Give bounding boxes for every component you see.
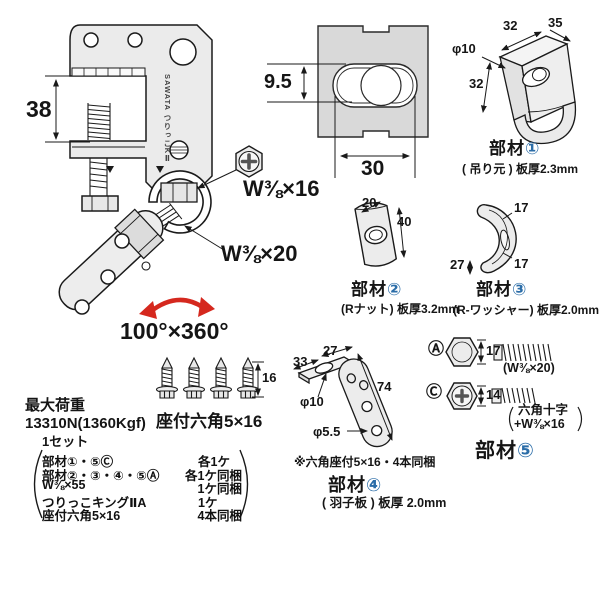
brand-vertical-text: SAWATA つりっこKⅡ (162, 74, 172, 165)
p5-mark-c: Ⓒ (426, 384, 443, 401)
label-rotation-range: 100°×360° (120, 318, 229, 344)
p2-sub: (Rナット) 板厚3.2mm (341, 302, 460, 316)
p4-dim-length: 74 (377, 379, 392, 394)
screws-label: 座付六角5×16 (156, 412, 263, 431)
p3-dim-offset: 27 (450, 257, 465, 272)
p1-label: 部材① (489, 139, 541, 158)
p5-label-c2: +W⅜×16 (514, 417, 565, 431)
screws-dim-16: 16 (262, 370, 277, 385)
label-w38x16: W⅜×16 (243, 176, 320, 201)
p4-dim-hole: φ10 (300, 394, 324, 409)
max-load-value: 13310N(1360Kgf) (25, 415, 146, 432)
part3-dims (467, 212, 513, 275)
p2-dim-width: 20 (362, 195, 377, 210)
p4-dim-flange: 33 (293, 354, 308, 369)
p5-dim-c: 14 (486, 387, 501, 402)
p2-label: 部材② (351, 280, 403, 299)
max-load-title: 最大荷重 (25, 397, 86, 414)
p5-label-a: (W⅜×20) (503, 361, 555, 375)
p4-dim-hole2: φ5.5 (313, 424, 341, 439)
p1-dim-hole: φ10 (452, 41, 476, 56)
label-w38x20: W⅜×20 (221, 241, 298, 266)
screws-drawing (155, 356, 264, 399)
leader-lines (184, 169, 237, 251)
p5-label: 部材⑤ (475, 440, 535, 462)
cross-section-drawing (317, 25, 429, 138)
p4-sub: ( 羽子板 ) 板厚 2.0mm (322, 496, 447, 510)
phillips-bolt-icon (235, 145, 263, 178)
p1-dim-top: 32 (503, 18, 518, 33)
spec-parentheses (33, 449, 249, 519)
part4-dims (293, 345, 393, 441)
part5-bolts-drawing (445, 337, 583, 432)
p4-label: 部材④ (328, 475, 383, 495)
part3-rwasher-drawing (476, 204, 517, 274)
p1-dim-height: 32 (469, 76, 484, 91)
cross-section-dims (267, 63, 416, 178)
p5-dim-a: 17 (486, 343, 501, 358)
p5-label-c1: 六角十字 (518, 403, 569, 417)
dim-38: 38 (26, 96, 52, 122)
part1-dims (480, 29, 571, 113)
p3-dim-top: 17 (514, 200, 529, 215)
dim-30: 30 (361, 157, 385, 180)
p1-sub: ( 吊り元 ) 板厚2.3mm (462, 162, 579, 176)
part2-rnut-drawing (354, 202, 398, 267)
p3-dim-bottom: 17 (514, 256, 529, 271)
p5-mark-a: Ⓐ (428, 341, 445, 358)
set-label: 1セット (42, 434, 89, 449)
dim-9-5: 9.5 (264, 71, 292, 93)
p4-dim-top: 27 (323, 343, 338, 358)
part2-dims (361, 201, 407, 258)
arm-strap-drawing (58, 208, 165, 315)
rotation-arrow (139, 297, 215, 319)
part1-bracket-drawing (498, 35, 577, 145)
p3-sub: (R-ワッシャー) 板厚2.0mm (453, 303, 600, 317)
p1-dim-side: 35 (548, 15, 563, 30)
p3-label: 部材③ (476, 280, 528, 299)
p2-dim-height: 40 (397, 214, 412, 229)
p4-note: ※六角座付5×16・4本同梱 (294, 455, 436, 469)
dim-38-lines (45, 75, 146, 143)
clamp-body-drawing (69, 24, 213, 212)
